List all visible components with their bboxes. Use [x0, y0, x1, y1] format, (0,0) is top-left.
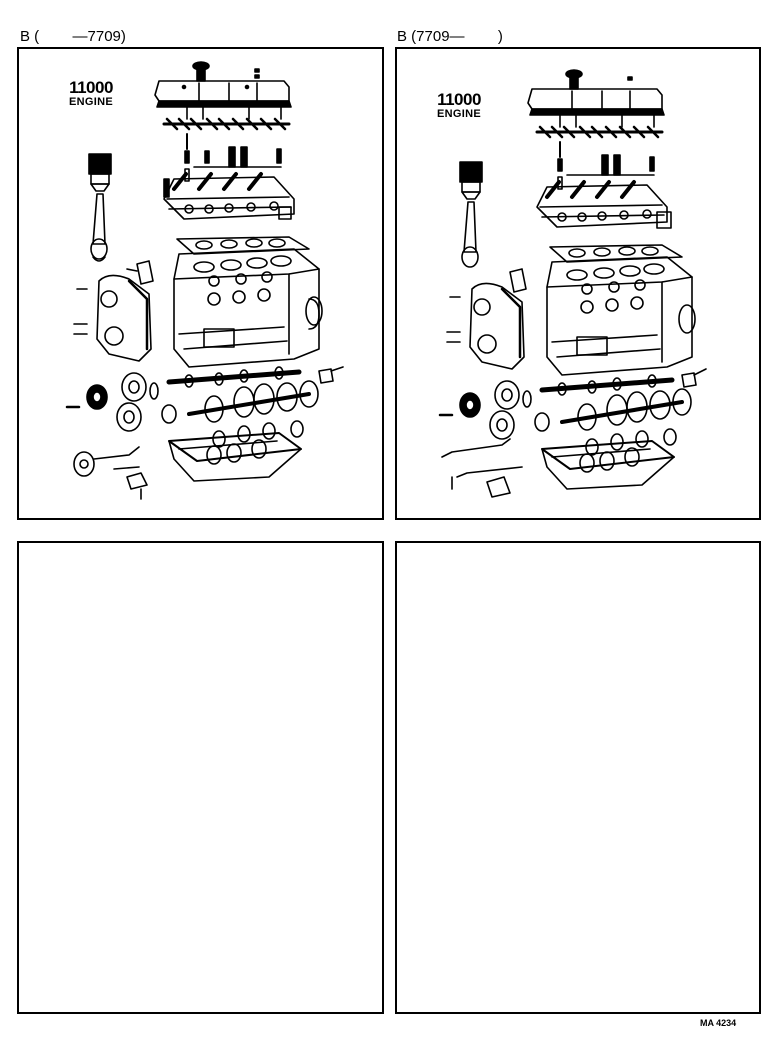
- timing-cover-icon: [446, 282, 525, 370]
- engine-bracket-icon: [126, 260, 154, 285]
- engine-label: 11000 ENGINE: [437, 91, 481, 120]
- engine-word: ENGINE: [69, 96, 113, 108]
- piston-rod-icon: [459, 161, 483, 268]
- cylinder-head-icon: [163, 172, 295, 220]
- mount-bracket-icon: [318, 366, 344, 384]
- oil-pan-icon: [541, 440, 675, 490]
- camshaft-icon: [166, 366, 302, 388]
- timing-cover-icon: [73, 274, 152, 362]
- caption-after-7709: B (7709— ): [397, 28, 503, 45]
- engine-bracket-icon: [509, 268, 527, 293]
- oil-strainer-icon: [441, 438, 523, 498]
- bearing-caps-icon: [212, 420, 304, 448]
- crankshaft-icon: [534, 388, 692, 432]
- oil-pan-icon: [168, 432, 302, 482]
- cylinder-head-icon: [536, 180, 672, 229]
- engine-label: 11000 ENGINE: [69, 79, 113, 108]
- engine-exploded-diagram: [65, 61, 344, 500]
- timing-gears-icon: [65, 372, 159, 432]
- panel-empty-right: [395, 541, 761, 1014]
- timing-gears-icon: [438, 380, 532, 440]
- head-gasket-icon: [549, 244, 683, 263]
- rocker-shaft-icon: [535, 114, 664, 139]
- oil-filler-cap-icon: [565, 69, 583, 90]
- panel-engine-before-7709: 11000 ENGINE: [17, 47, 384, 520]
- engine-number: 11000: [69, 78, 113, 97]
- mount-bracket-icon: [681, 368, 707, 388]
- panel-empty-left: [17, 541, 384, 1014]
- pushrods-valves-icon: [557, 141, 655, 190]
- camshaft-icon: [539, 374, 675, 396]
- crankshaft-icon: [161, 380, 319, 424]
- oil-filler-cap-icon: [192, 61, 210, 82]
- oil-pump-icon: [73, 446, 148, 500]
- caption-before-7709: B ( —7709): [20, 28, 126, 45]
- rocker-shaft-icon: [162, 106, 291, 131]
- engine-number: 11000: [437, 90, 481, 109]
- reference-code: MA 4234: [700, 1018, 737, 1028]
- head-gasket-icon: [176, 236, 310, 255]
- valve-cover-icon: [154, 68, 292, 108]
- engine-exploded-diagram: [438, 69, 707, 498]
- cylinder-block-icon: [546, 256, 696, 376]
- panel-engine-after-7709: 11000 ENGINE: [395, 47, 761, 520]
- valve-cover-icon: [527, 76, 665, 116]
- cylinder-block-icon: [173, 248, 323, 368]
- piston-rod-icon: [88, 153, 112, 262]
- pushrods-valves-icon: [184, 133, 282, 182]
- bearing-caps-icon: [585, 428, 677, 456]
- engine-word: ENGINE: [437, 108, 481, 120]
